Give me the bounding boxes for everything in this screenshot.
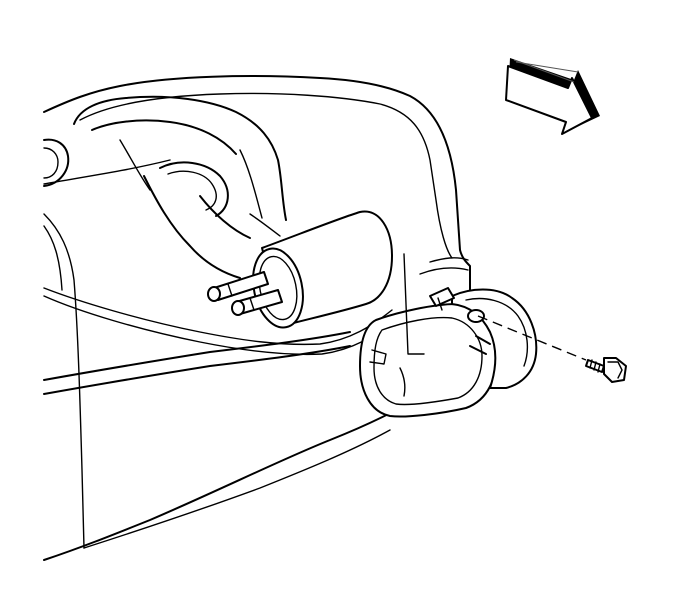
filter-inlet-pipe — [207, 271, 269, 302]
fuel-filter — [207, 210, 393, 329]
filter-bracket — [359, 287, 538, 418]
fuel-tank — [43, 75, 471, 561]
leader-line — [403, 253, 425, 355]
mounting-bolt — [477, 315, 627, 383]
tank-top-features — [43, 95, 287, 279]
filter-outlet-pipe — [231, 289, 283, 316]
direction-arrow — [505, 58, 600, 135]
